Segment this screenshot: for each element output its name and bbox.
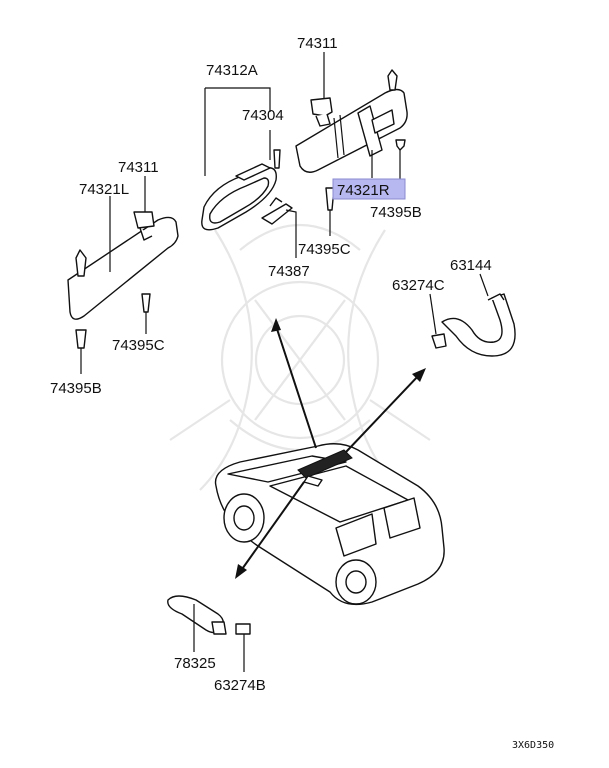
visor-clip-74311-left[interactable] [133, 211, 155, 241]
sun-visor-left[interactable] [67, 216, 179, 320]
screw-74395c-mid[interactable] [325, 187, 335, 236]
label-74395c-left[interactable]: 74395C [112, 337, 165, 354]
screw-74395b-left[interactable] [75, 329, 87, 374]
label-74395c-mid[interactable]: 74395C [298, 241, 351, 258]
label-63274b[interactable]: 63274B [214, 677, 266, 694]
label-63144[interactable]: 63144 [450, 257, 492, 274]
label-74304[interactable]: 74304 [242, 107, 284, 124]
leader-lines [109, 52, 489, 652]
label-74321l[interactable]: 74321L [79, 181, 129, 198]
screw-74395c-left[interactable] [141, 293, 151, 334]
diagram-code: 3X6D350 [512, 740, 554, 751]
part-labels: 74311 74312A 74304 74321R 74395B 74395C … [50, 35, 554, 751]
label-74312a[interactable]: 74312A [206, 62, 258, 79]
label-74387[interactable]: 74387 [268, 263, 310, 280]
vehicle-outline[interactable] [214, 443, 445, 606]
sun-visor-right[interactable] [295, 69, 408, 173]
screw-63274c[interactable] [431, 333, 447, 349]
assist-grip-78325[interactable] [167, 595, 227, 635]
screw-74304[interactable] [273, 149, 281, 169]
highlight-74321r [332, 178, 406, 200]
screw-63274b[interactable] [235, 623, 251, 672]
label-78325[interactable]: 78325 [174, 655, 216, 672]
label-74321r[interactable]: 74321R [337, 182, 390, 199]
label-74311-left[interactable]: 74311 [118, 159, 159, 176]
label-74311-top[interactable]: 74311 [297, 35, 338, 52]
mirror-bracket-74387[interactable] [261, 197, 293, 225]
label-74395b-right[interactable]: 74395B [370, 204, 422, 221]
visor-clip-74311-top[interactable] [310, 97, 333, 127]
pointer-arrows [235, 318, 426, 579]
label-63274c[interactable]: 63274C [392, 277, 445, 294]
rear-view-mirror[interactable] [201, 163, 277, 231]
assist-grip-63144[interactable] [441, 293, 516, 357]
label-74395b-left[interactable]: 74395B [50, 380, 102, 397]
